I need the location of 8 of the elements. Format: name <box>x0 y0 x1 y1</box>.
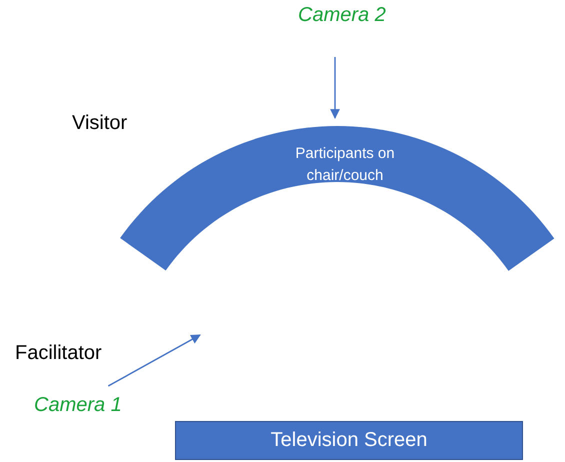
role-label: Facilitator <box>15 342 102 365</box>
screen-bar: Television Screen <box>175 421 523 460</box>
arrow <box>108 334 201 387</box>
camera-label: Camera 1 <box>34 394 122 417</box>
seating-label: Participants on chair/couch <box>294 144 396 186</box>
role-label: Visitor <box>72 112 128 135</box>
camera-label: Camera 2 <box>298 4 386 27</box>
arrow <box>330 57 340 119</box>
